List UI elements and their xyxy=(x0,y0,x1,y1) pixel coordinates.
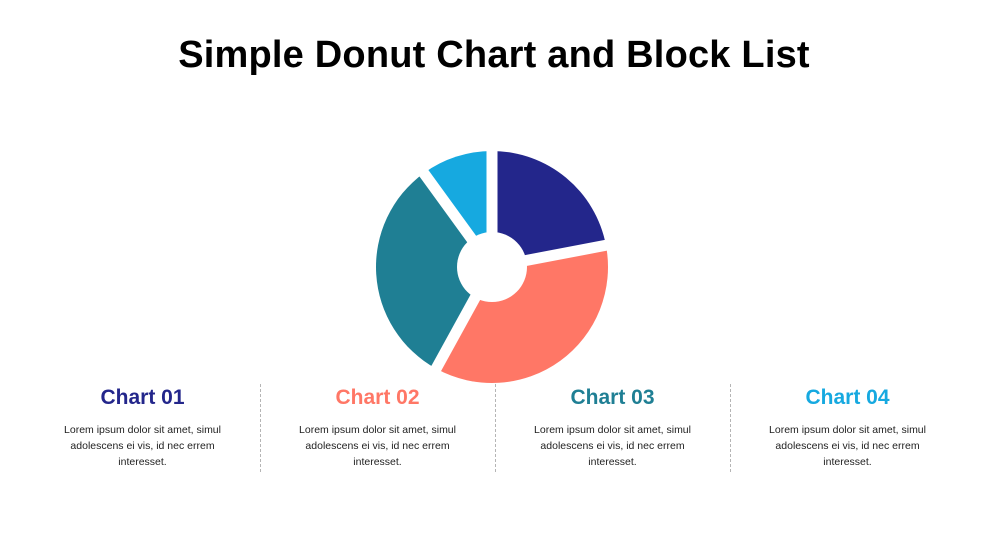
block-chart-02: Chart 02 Lorem ipsum dolor sit amet, sim… xyxy=(260,384,495,474)
block-text: Lorem ipsum dolor sit amet, simul adoles… xyxy=(299,424,456,468)
block-chart-04: Chart 04 Lorem ipsum dolor sit amet, sim… xyxy=(730,384,965,474)
block-text: Lorem ipsum dolor sit amet, simul adoles… xyxy=(769,424,926,468)
block-chart-01: Chart 01 Lorem ipsum dolor sit amet, sim… xyxy=(25,384,260,474)
page-title: Simple Donut Chart and Block List xyxy=(178,34,810,76)
block-list: Chart 01 Lorem ipsum dolor sit amet, sim… xyxy=(25,384,965,474)
dashed-divider xyxy=(730,384,731,472)
donut-slice-3 xyxy=(376,173,492,369)
block-text: Lorem ipsum dolor sit amet, simul adoles… xyxy=(534,424,691,468)
dashed-divider xyxy=(495,384,496,472)
dashed-divider xyxy=(260,384,261,472)
donut-hole xyxy=(457,232,527,302)
block-title: Chart 02 xyxy=(335,386,420,409)
block-text: Lorem ipsum dolor sit amet, simul adoles… xyxy=(64,424,221,468)
donut-slice-2 xyxy=(436,245,608,384)
block-chart-03: Chart 03 Lorem ipsum dolor sit amet, sim… xyxy=(495,384,730,474)
block-title: Chart 04 xyxy=(805,386,890,409)
block-title: Chart 03 xyxy=(570,386,655,409)
donut-slice-1 xyxy=(492,151,606,267)
block-title: Chart 01 xyxy=(100,386,185,409)
